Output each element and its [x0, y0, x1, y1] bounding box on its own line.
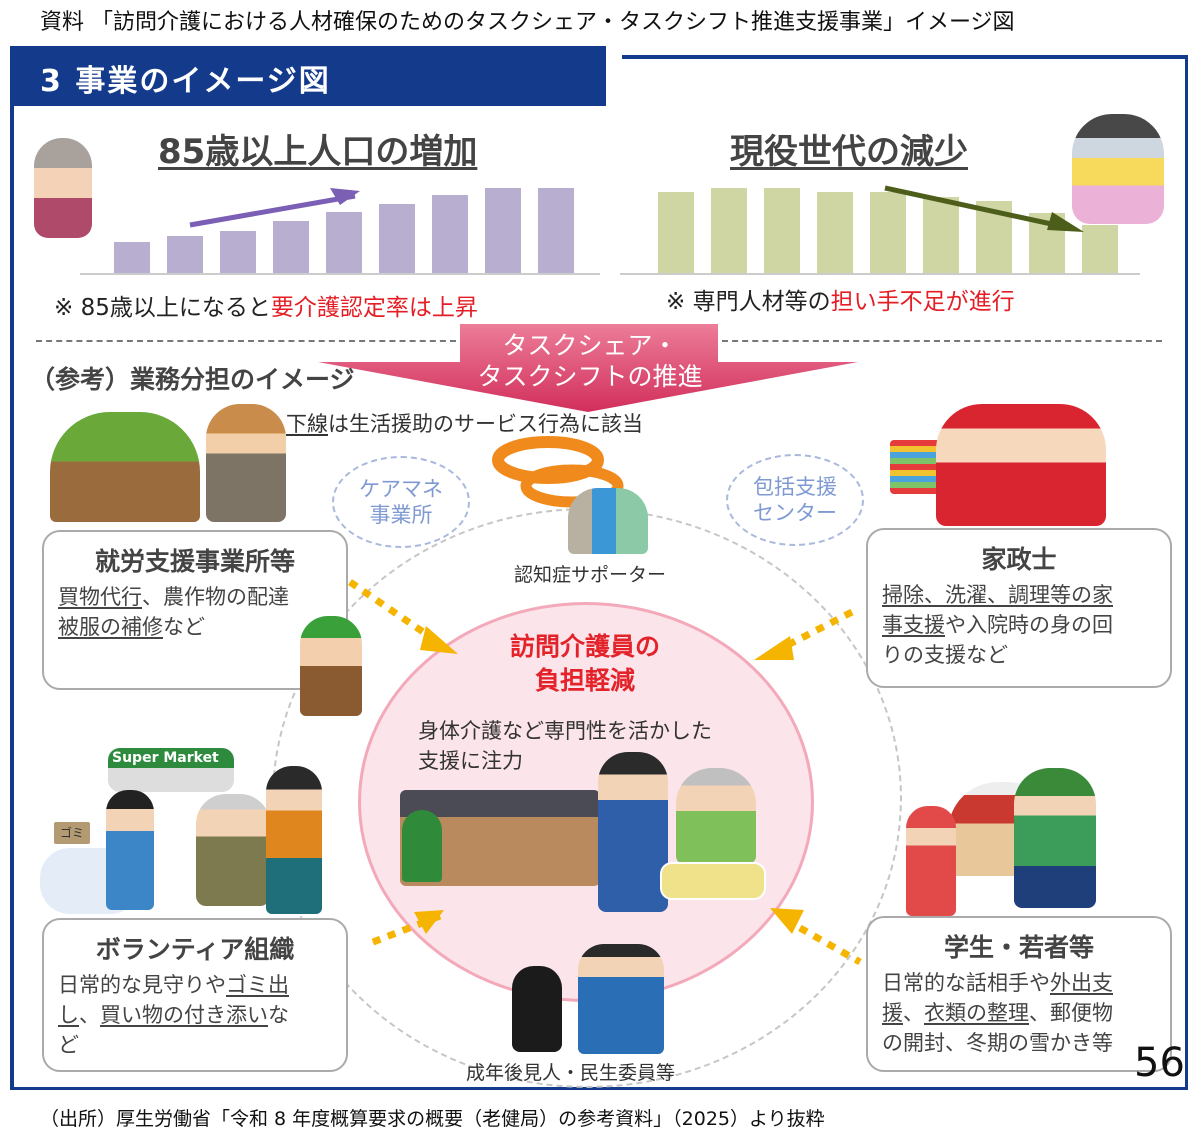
- farm-field-illustration: [50, 412, 200, 522]
- task-shift-banner-arrow: [318, 324, 858, 412]
- note-working-age: ※ 専門人材等の担い手不足が進行: [666, 289, 1015, 315]
- wheelchair-user-illustration: [196, 794, 270, 906]
- label-dementia-supporter: 認知症サポーター: [514, 564, 667, 586]
- pine-tree-illustration: [402, 810, 442, 882]
- laundry-stack-illustration: [890, 440, 942, 494]
- separator-left: [36, 340, 456, 342]
- supporters-illustration: [568, 488, 648, 554]
- caregiver-woman-illustration: [266, 766, 322, 914]
- card-body: 日常的な見守りやゴミ出 し、買い物の付き添いな ど: [58, 973, 289, 1057]
- bar: [870, 192, 906, 273]
- bar: [379, 204, 415, 273]
- card-title: 学生・若者等: [943, 933, 1094, 962]
- elderly-woman-illustration: [34, 138, 92, 238]
- banner-line-1: タスクシェア・: [502, 331, 678, 360]
- document-caption: 資料 「訪問介護における人材確保のためのタスクシェア・タスクシフト推進支援事業」…: [40, 10, 1015, 35]
- center-description: 身体介護など専門性を活かした支援に注力: [418, 719, 712, 773]
- card-employment-support: 就労支援事業所等 買物代行、農作物の配達 被服の補修など: [42, 530, 348, 690]
- note-elderly: ※ 85歳以上になると要介護認定率は上昇: [54, 295, 478, 321]
- garbage-sign: ゴミ: [54, 822, 90, 844]
- label-guardian: 成年後見人・民生委員等: [466, 1062, 676, 1084]
- chart-title-elderly: 85歳以上人口の増加: [158, 132, 478, 172]
- arrow-head-icon: [420, 626, 458, 654]
- bar: [658, 192, 694, 273]
- bar: [711, 188, 747, 273]
- bubble-support-center: 包括支援センター: [726, 454, 864, 546]
- yellow-arrows: [348, 579, 862, 966]
- frame-top-border: [622, 55, 1188, 59]
- delivery-worker-illustration: [300, 616, 362, 716]
- trend-up-arrow-icon: [189, 188, 360, 228]
- card-body: 日常的な話相手や外出支 援、衣類の整理、郵便物 の開封、冬期の雪かき等: [882, 971, 1113, 1055]
- bar: [764, 188, 800, 273]
- card-housekeeper: 家政士 掃除、洗濯、調理等の家 事支援や入院時の身の回 りの支援など: [866, 528, 1172, 688]
- card-title: ボランティア組織: [95, 935, 295, 964]
- farmer-illustration: [206, 404, 286, 522]
- bar: [432, 195, 468, 273]
- tired-worker-illustration: [1072, 114, 1164, 224]
- bar: [538, 188, 574, 273]
- underline-legend: 下線は生活援助のサービス行為に該当: [286, 412, 643, 436]
- elderly-man-illustration: [676, 768, 756, 864]
- student-shoveling-illustration: [1014, 768, 1096, 908]
- arrow-head-icon: [770, 908, 804, 934]
- card-title: 家政士: [981, 545, 1057, 574]
- welfare-commissioner-illustration: [578, 944, 664, 1054]
- section-header: 3 事業のイメージ図: [10, 46, 606, 106]
- banner-line-2: タスクシフトの推進: [477, 362, 703, 391]
- volunteer-man-illustration: [106, 790, 154, 910]
- bar: [114, 242, 150, 273]
- bar: [220, 231, 256, 273]
- page-number: 56: [1134, 1040, 1185, 1086]
- bar: [273, 221, 309, 273]
- arrow-head-icon: [414, 910, 444, 934]
- bubble-care-manager-office: ケアマネ事業所: [332, 456, 470, 548]
- card-title: 就労支援事業所等: [94, 547, 295, 576]
- trend-down-arrow-icon: [884, 185, 1084, 232]
- task-shift-banner-text: タスクシェア・ タスクシフトの推進: [440, 330, 740, 392]
- card-body: 買物代行、農作物の配達 被服の補修など: [58, 585, 289, 639]
- bar: [485, 188, 521, 273]
- bar: [167, 236, 203, 273]
- arrow-head-icon: [754, 636, 794, 660]
- bar: [923, 197, 959, 273]
- housekeepers-illustration: [936, 404, 1106, 526]
- meal-tray-illustration: [660, 862, 766, 900]
- supermarket-sign: Super Market: [112, 750, 219, 766]
- chart-elderly-increase: [80, 180, 600, 275]
- chart-title-working-age: 現役世代の減少: [730, 132, 968, 172]
- card-volunteer: ボランティア組織 日常的な見守りやゴミ出 し、買い物の付き添いな ど: [42, 918, 348, 1072]
- card-students: 学生・若者等 日常的な話相手や外出支 援、衣類の整理、郵便物 の開封、冬期の雪か…: [866, 916, 1172, 1072]
- source-citation: （出所）厚生労働省「令和 8 年度概算要求の概要（老健局）の参考資料」（2025…: [40, 1108, 825, 1130]
- care-worker-illustration: [598, 752, 668, 912]
- bar: [817, 192, 853, 273]
- card-body: 掃除、洗濯、調理等の家 事支援や入院時の身の回 りの支援など: [882, 583, 1113, 667]
- bar: [1082, 225, 1118, 273]
- separator-right: [722, 340, 1162, 342]
- content-frame: [10, 56, 1188, 1090]
- reference-title: （参考）業務分担のイメージ: [30, 365, 355, 394]
- bar: [326, 212, 362, 273]
- running-figure-illustration: [512, 966, 562, 1052]
- center-title: 訪問介護員の負担軽減: [509, 632, 660, 695]
- supermarket-illustration: Super Market: [108, 748, 234, 792]
- student-girl-illustration: [906, 806, 956, 916]
